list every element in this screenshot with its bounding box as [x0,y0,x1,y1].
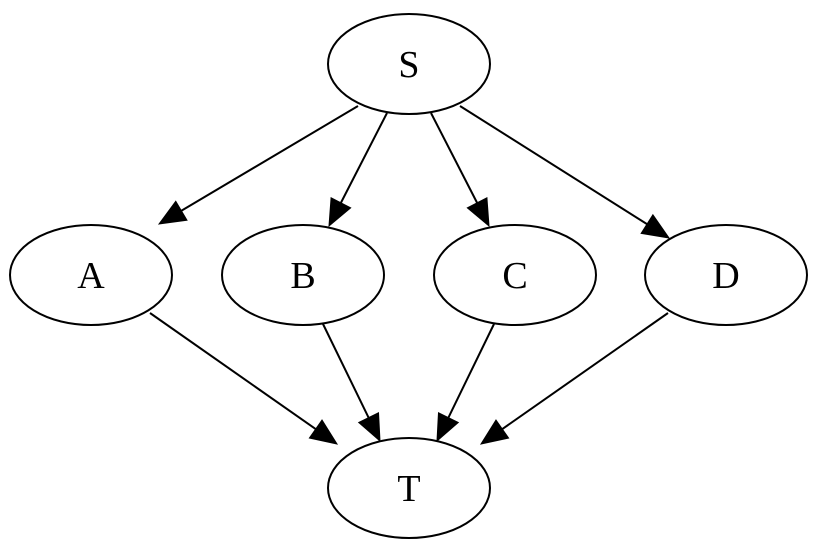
edge-d-t [479,312,669,445]
arrowhead-icon [357,412,381,443]
arrowhead-icon [328,197,352,228]
edge-shaft [339,112,388,204]
arrowhead-icon [640,213,671,239]
node-s[interactable]: S [327,13,491,115]
edge-s-c [430,112,490,228]
edge-a-t [149,312,339,445]
arrowhead-icon [436,412,460,443]
edge-shaft [430,112,479,204]
edge-b-t [322,323,381,443]
node-shape[interactable] [433,224,597,326]
node-shape[interactable] [644,224,808,326]
node-shape[interactable] [327,437,491,539]
node-a[interactable]: A [9,224,173,326]
edge-shaft [149,312,317,430]
edge-s-a [157,105,359,225]
edge-shaft [447,323,495,419]
node-t[interactable]: T [327,437,491,539]
arrowhead-icon [157,200,188,225]
edge-shaft [322,323,370,419]
edge-shaft [501,312,669,430]
edge-shaft [180,105,359,212]
arrowhead-icon [466,197,490,228]
arrowhead-icon [479,419,510,445]
node-shape[interactable] [327,13,491,115]
node-c[interactable]: C [433,224,597,326]
arrowhead-icon [308,419,339,445]
node-b[interactable]: B [221,224,385,326]
edge-shaft [459,105,648,225]
edge-s-b [328,112,388,228]
node-d[interactable]: D [644,224,808,326]
node-shape[interactable] [9,224,173,326]
edges-layer [149,105,671,445]
edge-c-t [436,323,495,443]
node-shape[interactable] [221,224,385,326]
edge-s-d [459,105,671,239]
